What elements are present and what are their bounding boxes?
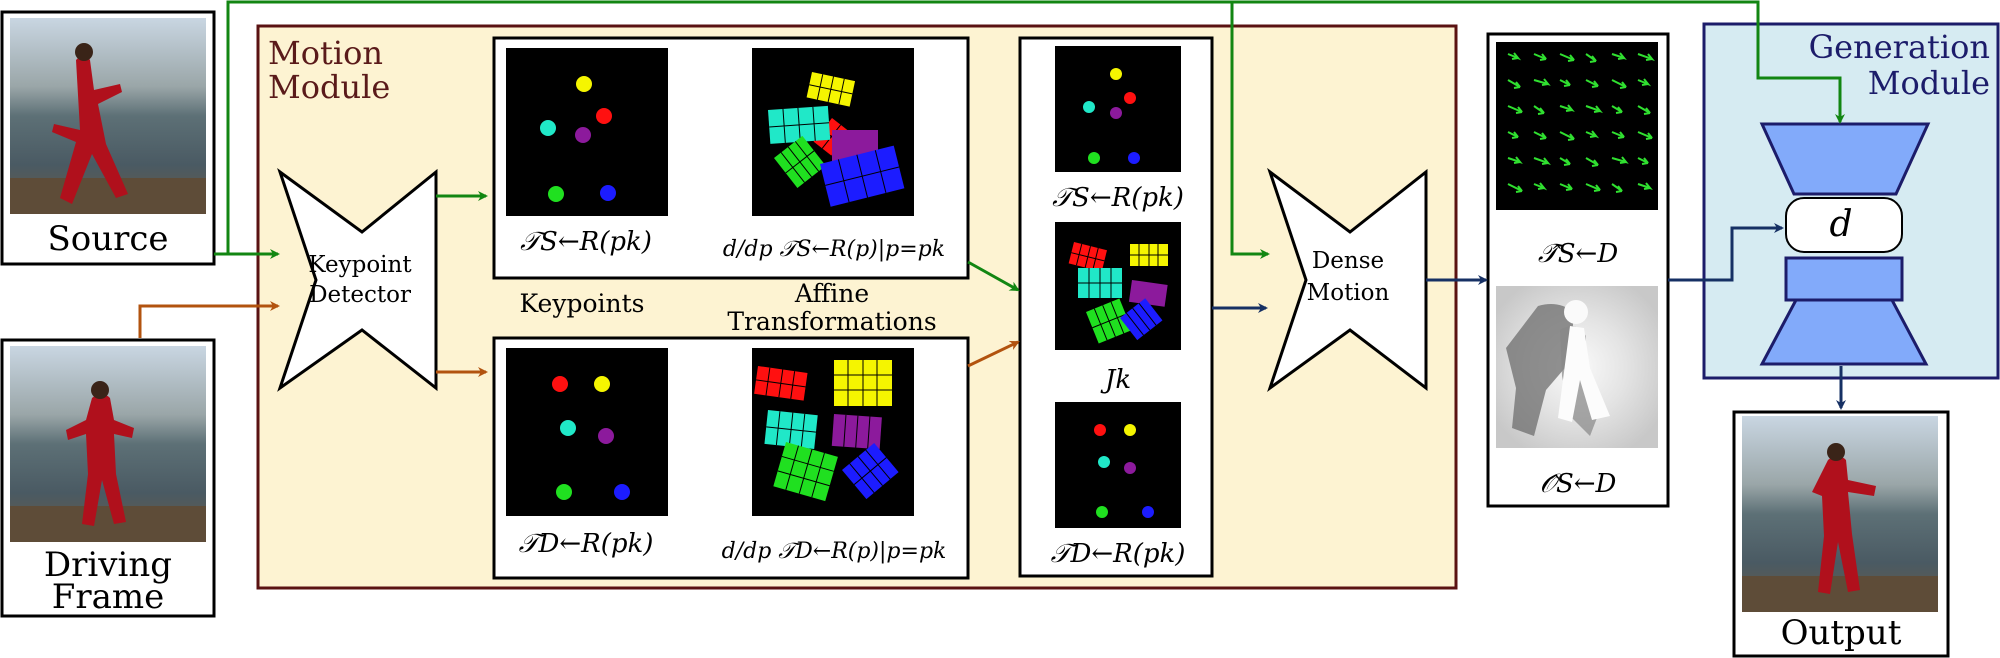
flow-arrow [1611, 131, 1625, 139]
occlusion-formula: 𝒪̂S←D [1540, 469, 1617, 499]
flow-arrow [1585, 79, 1599, 88]
flow-arrow [1559, 104, 1575, 113]
source-keypoints-map [506, 48, 668, 216]
affine-label-line2: Transformations [727, 307, 936, 336]
source-keypoints-box: 𝒯S←R(pk) d/dp 𝒯S←R(p)|p=pk [492, 36, 970, 280]
decoder-bottleneck [1784, 256, 1904, 302]
keypoint-detector: Keypoint Detector [277, 168, 438, 392]
driving-label-line1: Driving [44, 545, 172, 585]
flow-arrow [1507, 52, 1522, 61]
flow-arrow [1533, 105, 1545, 115]
flow-arrow [1559, 79, 1571, 87]
flow-arrow [1611, 79, 1627, 89]
source-keypoints-small-formula: 𝒯S←R(pk) [1052, 183, 1184, 213]
dense-motion-label-line1: Dense [1312, 248, 1384, 274]
combined-keypoints-box: 𝒯S←R(pk) Jk 𝒯D←R(pk) [1018, 36, 1214, 578]
driving-keypoints-map [506, 348, 668, 516]
driving-affine-map [752, 348, 914, 516]
flow-arrow [1533, 182, 1548, 191]
arrow-driving-to-detector [138, 301, 280, 338]
dense-motion-output-box: 𝒯̂S←D 𝒪̂S←D [1486, 32, 1670, 508]
flow-arrow [1533, 78, 1551, 86]
generation-module-title-line1: Generation [1809, 28, 1990, 66]
optical-flow-map [1496, 42, 1658, 210]
jacobian-label: Jk [1100, 365, 1131, 395]
dense-motion-formula: 𝒯̂S←D [1538, 239, 1619, 269]
driving-keypoints-small-formula: 𝒯D←R(pk) [1051, 539, 1186, 569]
keypoint-detector-label-line1: Keypoint [308, 252, 412, 278]
flow-arrow [1637, 182, 1653, 191]
flow-arrow [1611, 183, 1623, 193]
source-affine-map [752, 48, 914, 216]
flow-arrow [1559, 183, 1573, 191]
output-panel: Output [1732, 410, 1950, 658]
motion-module-title-line1: Motion [268, 34, 383, 72]
encoder-trapezoid [1759, 122, 1931, 196]
flow-arrow [1559, 53, 1575, 62]
flow-arrow [1637, 78, 1652, 87]
d-block [1785, 197, 1903, 253]
driving-keypoints-small-map [1055, 402, 1181, 528]
flow-arrow [1507, 105, 1523, 114]
flow-arrow [1507, 131, 1519, 139]
arrow-source-to-generation [226, 0, 1845, 254]
source-keypoints-formula: 𝒯S←R(pk) [520, 227, 652, 257]
source-photo [10, 18, 206, 214]
flow-arrow [1533, 157, 1551, 166]
flow-arrow [1533, 53, 1547, 61]
flow-arrow [1637, 105, 1651, 115]
flow-arrow [1611, 52, 1627, 61]
arrow-outputs-to-generation [1668, 223, 1784, 282]
flow-arrow [1637, 157, 1649, 165]
flow-arrow [1637, 131, 1653, 140]
dense-motion-label-line2: Motion [1307, 280, 1390, 306]
arrow-top-box-to-center [967, 260, 1020, 292]
flow-arrow [1507, 156, 1523, 165]
occlusion-map [1496, 286, 1658, 448]
flow-arrow [1611, 105, 1623, 114]
d-block-label: d [1829, 204, 1852, 245]
flow-arrow [1559, 157, 1571, 166]
flow-arrow [1585, 157, 1599, 167]
keypoints-label: Keypoints [520, 289, 645, 318]
driving-frame-photo [10, 346, 206, 542]
flow-arrow [1559, 131, 1575, 141]
decoder-trapezoid [1759, 298, 1929, 366]
dense-motion: Dense Motion [1267, 167, 1428, 392]
flow-arrow [1585, 53, 1597, 63]
flow-arrow [1585, 105, 1603, 114]
driving-affine-formula: d/dp 𝒯D←R(p)|p=pk [722, 539, 947, 564]
flow-arrow [1507, 183, 1523, 193]
source-keypoints-small-map [1055, 46, 1181, 172]
flow-arrow [1611, 156, 1629, 164]
jacobian-map [1055, 222, 1181, 350]
output-photo [1742, 416, 1938, 612]
flow-arrow [1585, 183, 1601, 192]
source-affine-formula: d/dp 𝒯S←R(p)|p=pk [723, 237, 945, 262]
arrow-bottom-box-to-center [967, 340, 1020, 368]
source-label: Source [47, 219, 168, 259]
affine-label-line1: Affine [794, 279, 869, 308]
driving-keypoints-box: 𝒯D←R(pk) d/dp 𝒯D←R(p)|p=pk [492, 336, 970, 580]
generation-network: d [1759, 122, 1931, 366]
driving-label-line2: Frame [52, 577, 164, 617]
arrow-source-to-dense-motion [1230, 2, 1270, 259]
output-label: Output [1781, 613, 1902, 653]
driving-keypoints-formula: 𝒯D←R(pk) [519, 529, 654, 559]
flow-arrow [1637, 53, 1655, 62]
source-panel: Source [0, 10, 216, 266]
keypoint-detector-label-line2: Detector [309, 282, 411, 308]
flow-arrow [1533, 131, 1547, 140]
motion-module-title-line2: Module [268, 68, 390, 106]
generation-module-title-line2: Module [1868, 64, 1990, 102]
flow-arrow [1507, 79, 1521, 89]
flow-arrow [1585, 130, 1600, 139]
driving-frame-panel: Driving Frame [0, 338, 216, 618]
